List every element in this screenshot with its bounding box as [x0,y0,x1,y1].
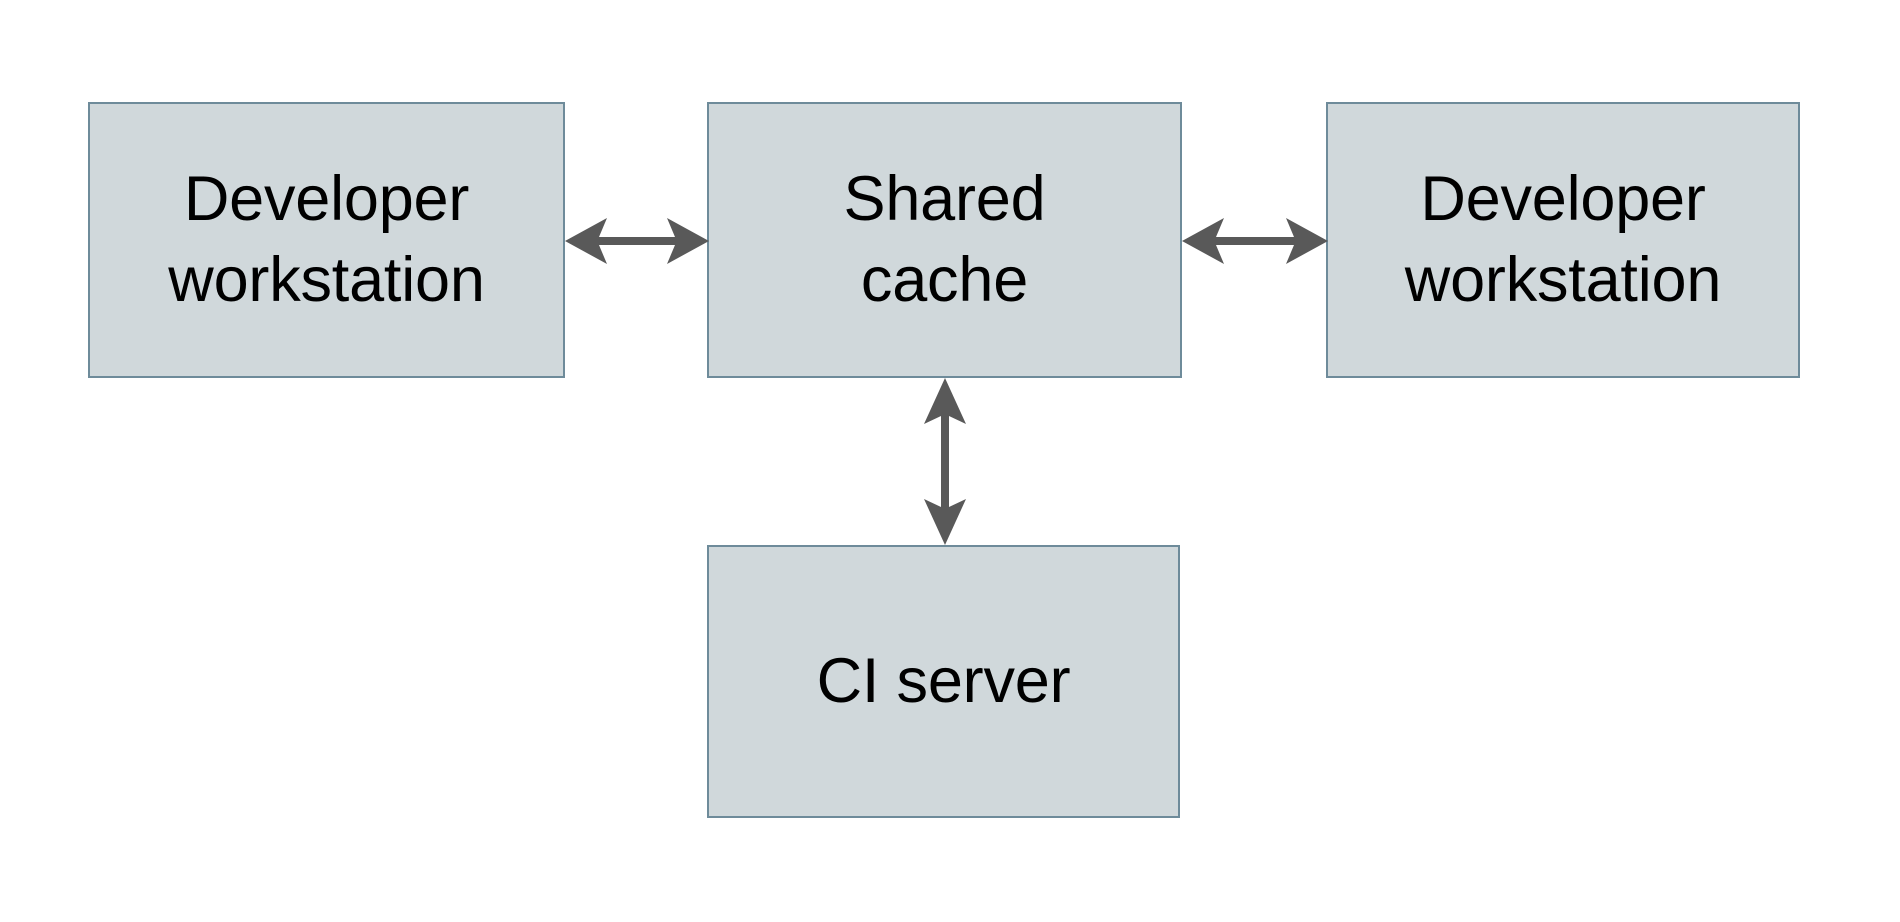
double-arrow-vertical-icon [924,378,966,545]
node-developer-workstation-right[interactable]: Developer workstation [1326,102,1800,378]
node-ci-server[interactable]: CI server [707,545,1180,818]
double-arrow-horizontal-icon [1182,218,1328,264]
node-developer-workstation-left[interactable]: Developer workstation [88,102,565,378]
node-label-ci-server: CI server [816,646,1071,717]
node-shared-cache[interactable]: Shared cache [707,102,1182,378]
node-label-developer-workstation-left: Developer workstation [168,164,485,315]
node-label-developer-workstation-right: Developer workstation [1404,164,1722,315]
connector-shared-cache-to-ci-server [904,376,986,547]
double-arrow-horizontal-icon [565,218,709,264]
connector-dev-left-to-shared-cache [563,200,711,282]
node-label-shared-cache: Shared cache [843,164,1046,315]
connector-shared-cache-to-dev-right [1180,200,1330,282]
